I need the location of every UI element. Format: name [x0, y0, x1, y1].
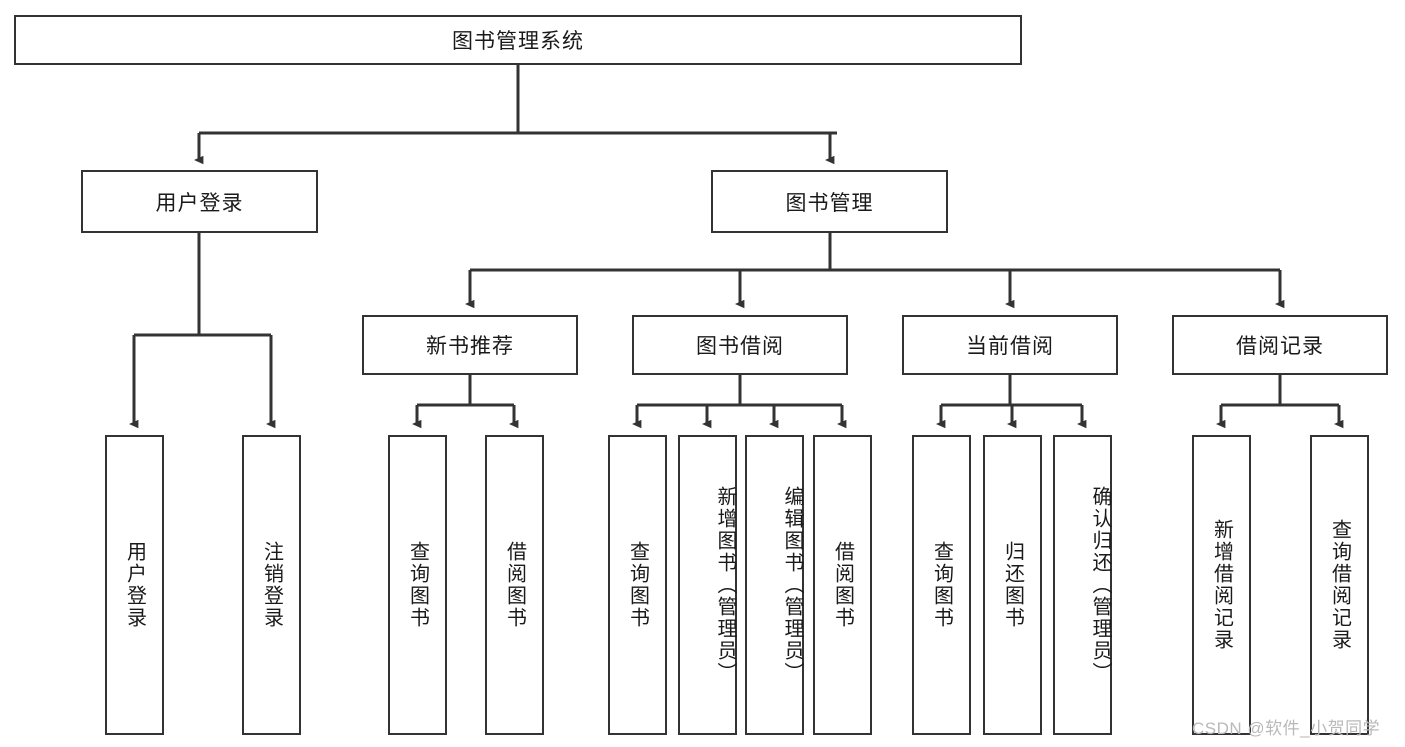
node-book-borrow[interactable]: 图书借阅: [632, 315, 848, 375]
node-leaf-query-book-current[interactable]: 查询图书: [912, 435, 971, 735]
node-leaf-user-login-label: 用户登录: [123, 541, 146, 629]
node-leaf-add-borrow-record[interactable]: 新增借阅记录: [1192, 435, 1251, 735]
node-book-manage[interactable]: 图书管理: [711, 170, 948, 233]
node-leaf-return-book-label: 归还图书: [1001, 541, 1024, 629]
node-leaf-query-book-rec[interactable]: 查询图书: [388, 435, 447, 735]
node-leaf-query-book-borrow[interactable]: 查询图书: [608, 435, 667, 735]
node-leaf-return-book[interactable]: 归还图书: [983, 435, 1042, 735]
node-leaf-query-book-borrow-label: 查询图书: [626, 541, 649, 629]
node-user-login[interactable]: 用户登录: [81, 170, 318, 233]
node-leaf-confirm-return-admin-label: 确认归还（管理员）: [1089, 486, 1111, 684]
node-root-label: 图书管理系统: [452, 30, 584, 53]
node-leaf-logout-login-label: 注销登录: [260, 541, 283, 629]
node-leaf-borrow-book-label: 借阅图书: [831, 541, 854, 629]
node-leaf-borrow-book-rec-label: 借阅图书: [503, 541, 526, 629]
node-current-borrow[interactable]: 当前借阅: [902, 315, 1118, 375]
node-leaf-add-book-admin-label: 新增图书（管理员）: [714, 486, 736, 684]
node-leaf-query-book-current-label: 查询图书: [930, 541, 953, 629]
node-leaf-edit-book-admin[interactable]: 编辑图书（管理员）: [745, 435, 804, 735]
watermark-text: CSDN @软件_小贺同学: [1192, 719, 1381, 738]
node-current-borrow-label: 当前借阅: [966, 335, 1054, 358]
node-borrow-record[interactable]: 借阅记录: [1172, 315, 1388, 375]
node-leaf-edit-book-admin-label: 编辑图书（管理员）: [781, 486, 803, 684]
node-leaf-user-login[interactable]: 用户登录: [105, 435, 164, 735]
node-user-login-label: 用户登录: [155, 191, 244, 215]
node-leaf-logout-login[interactable]: 注销登录: [242, 435, 301, 735]
node-leaf-query-book-rec-label: 查询图书: [406, 541, 429, 629]
node-root-system[interactable]: 图书管理系统: [14, 15, 1022, 65]
node-book-manage-label: 图书管理: [785, 191, 874, 215]
node-borrow-record-label: 借阅记录: [1236, 335, 1324, 358]
node-leaf-confirm-return-admin[interactable]: 确认归还（管理员）: [1053, 435, 1112, 735]
node-new-book-rec-label: 新书推荐: [426, 335, 514, 358]
node-leaf-add-borrow-record-label: 新增借阅记录: [1210, 519, 1233, 651]
node-leaf-add-book-admin[interactable]: 新增图书（管理员）: [678, 435, 737, 735]
node-leaf-borrow-book[interactable]: 借阅图书: [813, 435, 872, 735]
node-leaf-query-borrow-record-label: 查询借阅记录: [1328, 519, 1351, 651]
node-leaf-query-borrow-record[interactable]: 查询借阅记录: [1310, 435, 1369, 735]
node-new-book-rec[interactable]: 新书推荐: [362, 315, 578, 375]
node-book-borrow-label: 图书借阅: [696, 335, 784, 358]
node-leaf-borrow-book-rec[interactable]: 借阅图书: [485, 435, 544, 735]
